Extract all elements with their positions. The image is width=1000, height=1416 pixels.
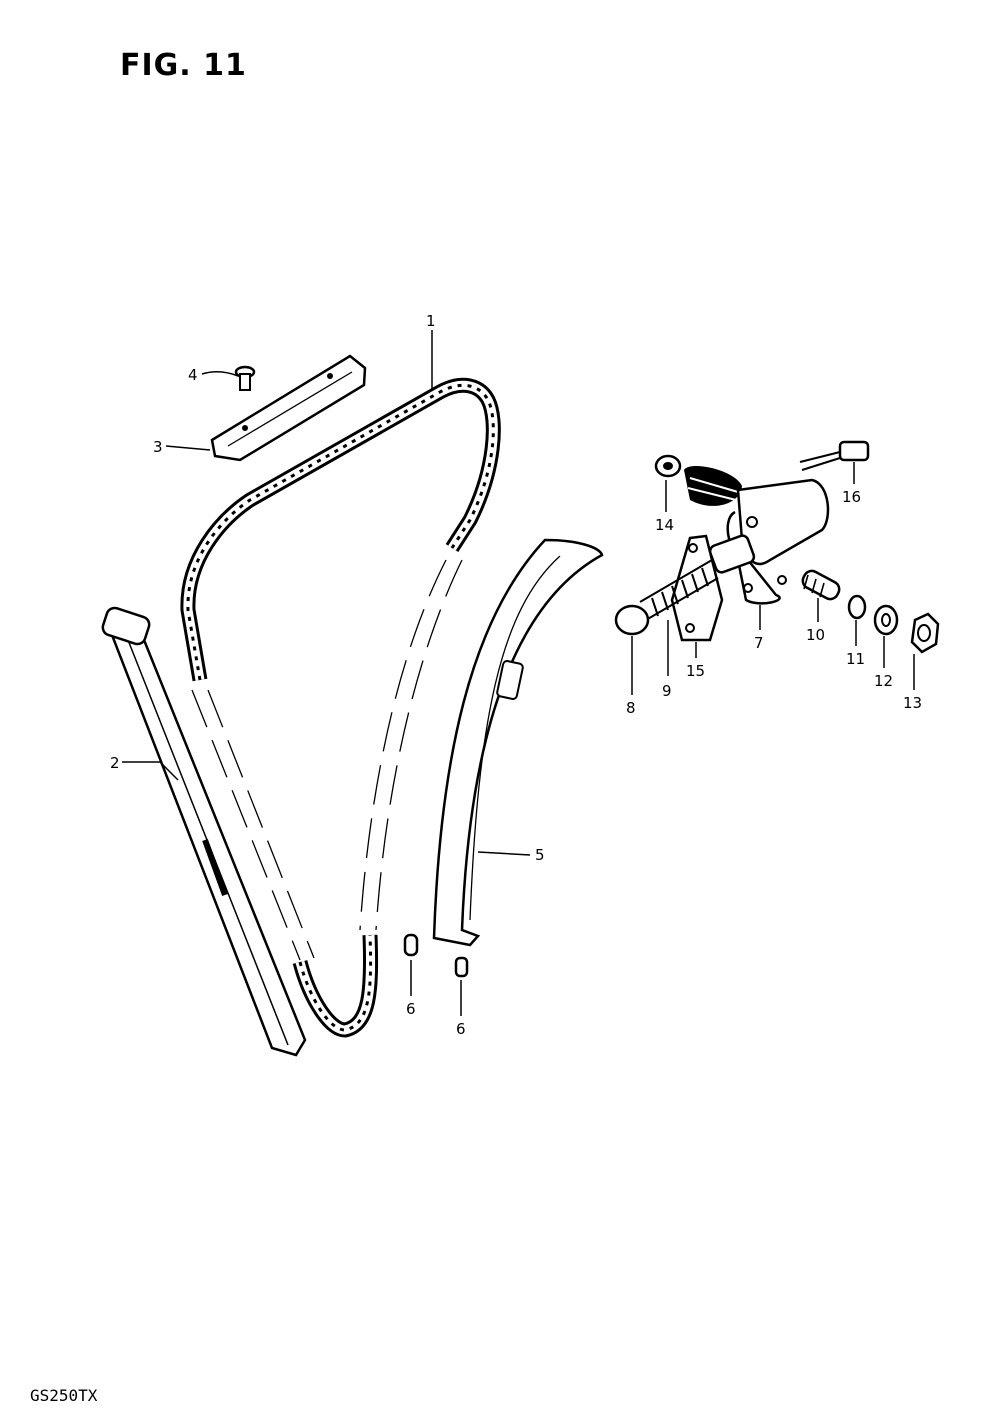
lock-nut [910, 612, 940, 654]
guide-pin-a [403, 933, 419, 957]
callout-1: 1 [426, 312, 436, 330]
callout-4: 4 [188, 366, 198, 384]
callout-5: 5 [535, 846, 545, 864]
callout-labels: 1 2 3 4 5 6 6 7 8 9 10 11 12 13 14 15 16 [110, 312, 922, 1038]
guide-pin-b [454, 956, 469, 978]
callout-16: 16 [842, 488, 861, 506]
o-ring [847, 594, 867, 620]
callout-8: 8 [626, 699, 636, 717]
chain-guide-top [210, 354, 367, 462]
callout-13: 13 [903, 694, 922, 712]
callout-15: 15 [686, 662, 705, 680]
tensioner-bolt [799, 440, 870, 471]
callout-6a: 6 [406, 1000, 416, 1018]
tensioner-nut [654, 454, 682, 478]
washer [873, 604, 899, 636]
callout-6b: 6 [456, 1020, 466, 1038]
chain-guide-rear [101, 606, 307, 1057]
callout-2: 2 [110, 754, 120, 772]
chain-tensioner-guide [432, 538, 604, 947]
tensioner-rod [614, 559, 719, 636]
callout-10: 10 [806, 626, 825, 644]
tensioner-spring [684, 465, 742, 506]
leader-lines [122, 330, 915, 1016]
callout-9: 9 [662, 682, 672, 700]
callout-14: 14 [655, 516, 674, 534]
figure-title: FIG. 11 [120, 48, 247, 83]
adjuster-screw [801, 569, 841, 601]
model-code: GS250TX [30, 1386, 98, 1405]
cam-chain [180, 377, 501, 1038]
guide-screw [234, 365, 256, 391]
callout-12: 12 [874, 672, 893, 690]
callout-7: 7 [754, 634, 764, 652]
callout-3: 3 [153, 438, 163, 456]
callout-11: 11 [846, 650, 865, 668]
